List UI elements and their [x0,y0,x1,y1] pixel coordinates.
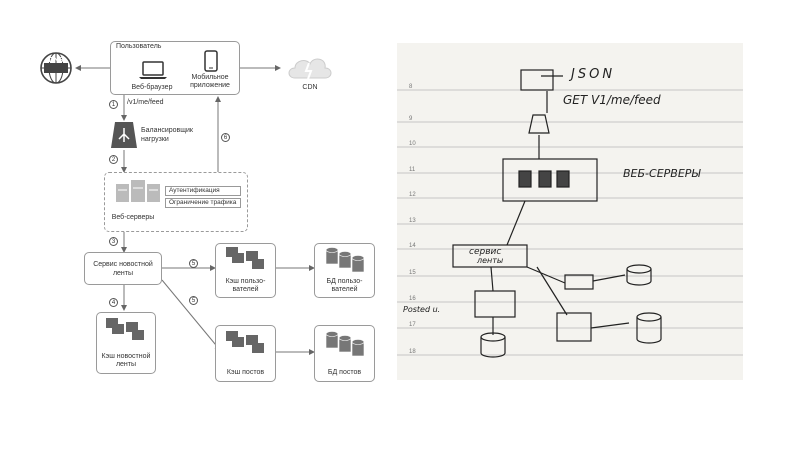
line-number-13: 13 [409,218,416,224]
post-db-label: БД постов [327,369,362,376]
load-balancer-label-2: нагрузки [141,136,169,143]
line-number-12: 12 [409,192,416,198]
post-cache-box [215,325,276,382]
user-db-label-1: БД пользо- [326,278,363,285]
feed-service-box [84,252,162,285]
user-db-icon [325,247,365,273]
sketch-feed-service-label-1: сервис [469,247,502,257]
line-number-17: 17 [409,322,416,328]
line-number-8: 8 [409,84,413,90]
user-db-label-2: вателей [331,286,358,293]
step-2-badge: 2 [109,155,118,164]
post-cache-icon [226,331,264,353]
auth-tag: Аутентификация [165,186,241,196]
sketch-posted-label: Posted u. [403,305,441,314]
sketch-json-label: JSON [571,67,616,82]
load-balancer-icon [111,122,137,148]
post-db-icon [325,331,365,357]
user-box [110,41,240,95]
mobile-app-label-1: Мобильное [191,74,229,81]
line-number-11: 11 [409,167,416,173]
step-5-badge-b: 5 [189,296,198,305]
rate-limit-tag: Ограничение трафика [165,198,241,208]
step-5-badge-a: 5 [189,259,198,268]
dns-label: DNS [48,57,64,64]
feed-cache-label-2: ленты [115,361,137,368]
feed-cache-icon [106,318,144,340]
user-cache-label-2: вателей [232,286,259,293]
laptop-icon [139,61,167,79]
notebook-sketch: 8 9 10 11 12 13 14 15 16 17 18 JSON GET … [397,43,743,380]
web-servers-label: Веб-серверы [111,214,155,221]
sketch-get-label: GET V1/me/feed [563,93,661,107]
feed-service-label-2: ленты [112,270,134,277]
web-servers-icon [116,180,160,202]
post-cache-label: Кэш постов [226,369,265,376]
endpoint-label: /v1/me/feed [127,99,164,106]
sketch-feed-service-label-2: ленты [477,256,504,265]
user-cache-label-1: Кэш пользо- [225,278,266,285]
mobile-app-label-2: приложение [190,82,230,89]
line-number-14: 14 [409,243,416,249]
line-number-16: 16 [409,296,416,302]
mobile-phone-icon [204,50,218,72]
user-cache-icon [226,247,264,269]
load-balancer-label-1: Балансировщик [141,127,193,134]
dns-globe-icon [40,52,72,84]
user-cache-box [215,243,276,298]
step-1-badge: 1 [109,100,118,109]
line-number-10: 10 [409,141,416,147]
step-6-badge: 6 [221,133,230,142]
web-browser-label: Веб-браузер [131,84,173,91]
cdn-label: CDN [302,84,318,91]
notebook-lines [397,69,743,358]
feed-cache-label-1: Кэш новостной [101,353,151,360]
step-4-badge: 4 [109,298,118,307]
line-number-15: 15 [409,270,416,276]
line-number-9: 9 [409,116,413,122]
step-3-badge: 3 [109,237,118,246]
cdn-cloud-icon [288,58,332,80]
line-number-18: 18 [409,349,416,355]
sketch-web-servers-label: ВЕБ-СЕРВЕРЫ [623,167,701,180]
post-db-box [314,325,375,382]
feed-service-label-1: Сервис новостной [93,261,153,268]
user-label: Пользователь [116,43,162,50]
